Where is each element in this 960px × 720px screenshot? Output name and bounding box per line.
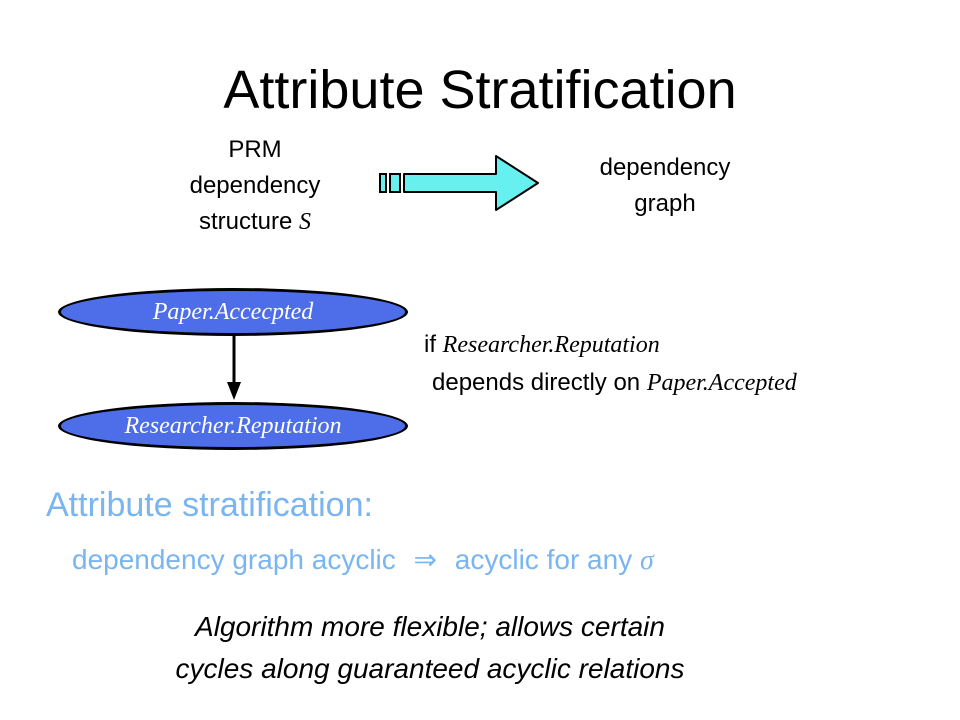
algorithm-note-line-2: cycles along guaranteed acyclic relation… bbox=[175, 653, 685, 684]
condition-prefix: if bbox=[424, 331, 443, 358]
source-line-3: structure S bbox=[150, 204, 360, 240]
stratification-premise: dependency graph acyclic bbox=[72, 544, 396, 575]
implies-symbol: ⇒ bbox=[413, 544, 438, 575]
source-label: PRM dependency structure S bbox=[150, 132, 360, 240]
condition-middle: depends directly on bbox=[432, 369, 647, 396]
condition-attr-b: Paper.Accepted bbox=[646, 370, 797, 396]
node-paper-accepted-label: Paper.Accecpted bbox=[152, 298, 314, 325]
slide-title: Attribute Stratification bbox=[223, 60, 737, 120]
node-researcher-reputation-label: Researcher.Reputation bbox=[124, 412, 342, 439]
source-line-2: dependency bbox=[189, 172, 321, 199]
condition-line-2: depends directly on Paper.Accepted bbox=[432, 366, 797, 400]
stratification-conclusion: acyclic for any bbox=[454, 544, 633, 575]
target-line-1: dependency bbox=[599, 154, 731, 181]
source-line-3-prefix: structure bbox=[198, 208, 300, 235]
block-arrow-icon bbox=[379, 155, 539, 211]
source-line-1: PRM bbox=[228, 136, 282, 163]
stratification-statement: dependency graph acyclic ⇒ acyclic for a… bbox=[72, 540, 654, 581]
condition-line-1: if Researcher.Reputation bbox=[424, 328, 660, 362]
stratification-heading: Attribute stratification: bbox=[46, 486, 373, 524]
structure-symbol: S bbox=[299, 209, 312, 235]
dependency-arrow-icon bbox=[227, 334, 241, 400]
condition-attr-a: Researcher.Reputation bbox=[442, 332, 660, 358]
target-line-2: graph bbox=[634, 190, 696, 217]
sigma-symbol: σ bbox=[639, 545, 654, 576]
node-researcher-reputation: Researcher.Reputation bbox=[58, 402, 408, 450]
target-label: dependency graph bbox=[560, 150, 770, 222]
algorithm-note: Algorithm more flexible; allows certain … bbox=[60, 606, 800, 690]
node-paper-accepted: Paper.Accecpted bbox=[58, 288, 408, 336]
algorithm-note-line-1: Algorithm more flexible; allows certain bbox=[195, 611, 665, 642]
